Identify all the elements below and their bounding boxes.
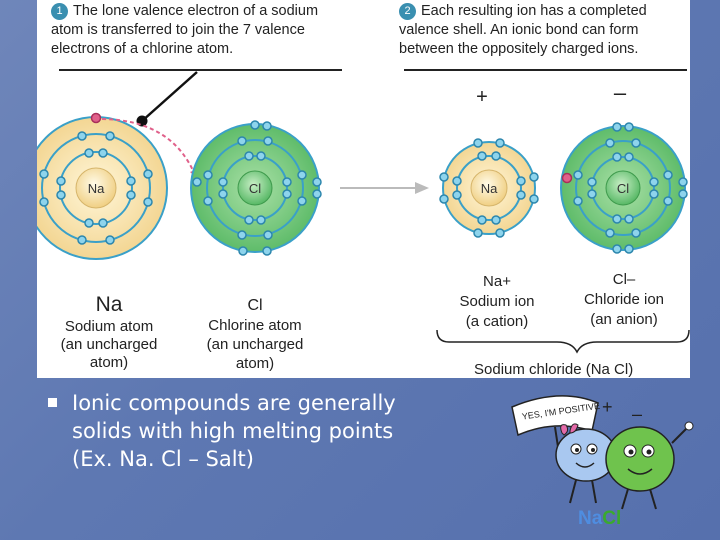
na-nucleus-label: Na	[88, 181, 105, 196]
na-line-3: atom)	[89, 354, 129, 371]
cl-ion-nucleus-label: Cl	[617, 181, 629, 196]
step-2-line-2: valence shell. An ionic bond can form	[399, 22, 639, 38]
chlorine-atom	[190, 120, 322, 256]
ionic-bond-diagram: 1 The lone valence electron of a sodium a…	[37, 0, 690, 378]
na-symbol: Na	[95, 293, 123, 316]
valence-electron	[90, 112, 102, 124]
cartoon-na-text: Na	[578, 508, 603, 529]
na-line-2: (an uncharged	[60, 336, 158, 353]
cl-character	[605, 421, 694, 510]
cartoon-nacl-label: NaCl	[578, 508, 621, 530]
cl-ion-symbol: Cl–	[612, 271, 636, 288]
step-1-line-2: atom is transferred to join the 7 valenc…	[51, 22, 305, 38]
cl-line-2: (an uncharged	[206, 336, 304, 353]
compound-brace	[436, 329, 690, 354]
minus-charge: –	[614, 80, 627, 105]
step-2-line-1: Each resulting ion has a completed	[421, 3, 647, 19]
cl-line-1: Chlorine atom	[208, 317, 302, 334]
step-2-badge: 2	[399, 3, 416, 20]
sodium-ion-label: Na+ Sodium ion (a cation)	[437, 272, 557, 332]
step-2-text: 2 Each resulting ion has a completed vale…	[399, 2, 689, 59]
cl-line-3: atom)	[235, 355, 275, 372]
bullet-marker	[48, 398, 57, 407]
sodium-ion	[439, 138, 539, 238]
bullet-line-2: solids with high melting points	[72, 419, 394, 443]
bullet-line-3: (Ex. Na. Cl – Salt)	[72, 447, 254, 471]
atoms-svg: Na Cl	[37, 69, 690, 354]
cartoon-plus: +	[602, 397, 613, 417]
na-character	[555, 423, 617, 504]
na-ion-line-2: (a cation)	[465, 313, 529, 330]
na-ion-symbol: Na+	[483, 273, 511, 290]
chloride-ion	[560, 122, 688, 254]
compound-label: Sodium chloride (Na Cl)	[474, 361, 634, 378]
cartoon-minus: –	[632, 404, 642, 424]
step-1-line-3: electrons of a chlorine atom.	[51, 41, 234, 57]
cl-symbol: Cl	[247, 297, 263, 314]
gained-electron	[561, 172, 573, 184]
bullet-text: Ionic compounds are generally solids wit…	[72, 389, 472, 473]
na-ion-nucleus-label: Na	[481, 181, 498, 196]
cl-nucleus-label: Cl	[249, 181, 261, 196]
na-line-1: Sodium atom	[64, 318, 154, 335]
cl-ion-line-1: Chloride ion	[583, 291, 665, 308]
chloride-ion-label: Cl– Chloride ion (an anion)	[569, 270, 679, 330]
transfer-arrow	[101, 118, 196, 176]
chlorine-atom-label: Cl Chlorine atom (an uncharged atom)	[195, 296, 315, 373]
step-1-badge: 1	[51, 3, 68, 20]
sodium-atom-label: Na Sodium atom (an uncharged atom)	[49, 292, 169, 372]
step-2-line-3: between the oppositely charged ions.	[399, 41, 639, 57]
plus-charge: +	[476, 86, 488, 108]
cl-ion-line-2: (an anion)	[590, 311, 658, 328]
sodium-atom	[37, 112, 168, 260]
bullet-line-1: Ionic compounds are generally	[72, 391, 396, 415]
cartoon-cl-text: Cl	[602, 508, 622, 529]
step-1-line-1: The lone valence electron of a sodium	[73, 3, 319, 19]
nacl-cartoon: YES, I'M POSITIVE + –	[511, 395, 694, 510]
step-1-text: 1 The lone valence electron of a sodium a…	[51, 2, 381, 59]
pointer-line	[141, 71, 198, 122]
na-ion-line-1: Sodium ion	[459, 293, 535, 310]
